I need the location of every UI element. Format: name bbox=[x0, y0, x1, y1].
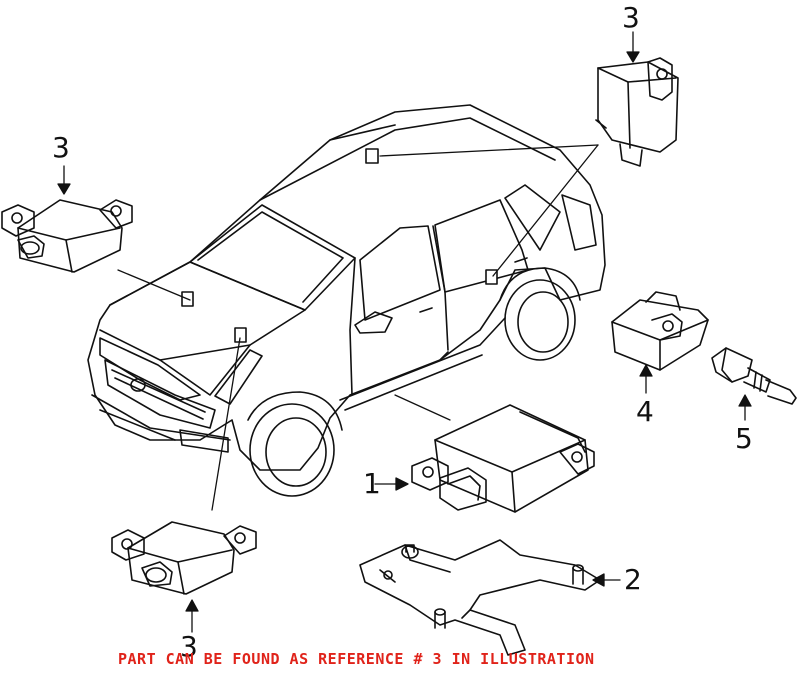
callout-5: 5 bbox=[735, 422, 753, 455]
part-1-airbag-module bbox=[411, 404, 595, 513]
callout-1: 1 bbox=[363, 467, 381, 500]
part-2-bracket bbox=[359, 539, 601, 656]
callout-3-left: 3 bbox=[52, 131, 70, 164]
part-5-valve-stem bbox=[711, 347, 797, 405]
part-3-sensor-bottom bbox=[111, 521, 257, 595]
callout-2: 2 bbox=[624, 563, 642, 596]
part-3-sensor-left bbox=[1, 199, 133, 273]
vehicle-illustration bbox=[87, 104, 606, 497]
callout-3-bottom: 3 bbox=[180, 630, 198, 663]
part-3-control-module-top bbox=[595, 57, 679, 167]
part-4-tpms-sensor bbox=[611, 291, 709, 371]
leader-lines bbox=[57, 31, 752, 633]
reference-note: PART CAN BE FOUND AS REFERENCE # 3 IN IL… bbox=[118, 650, 595, 668]
callout-4: 4 bbox=[636, 395, 654, 428]
callout-3-top-right: 3 bbox=[622, 1, 640, 34]
